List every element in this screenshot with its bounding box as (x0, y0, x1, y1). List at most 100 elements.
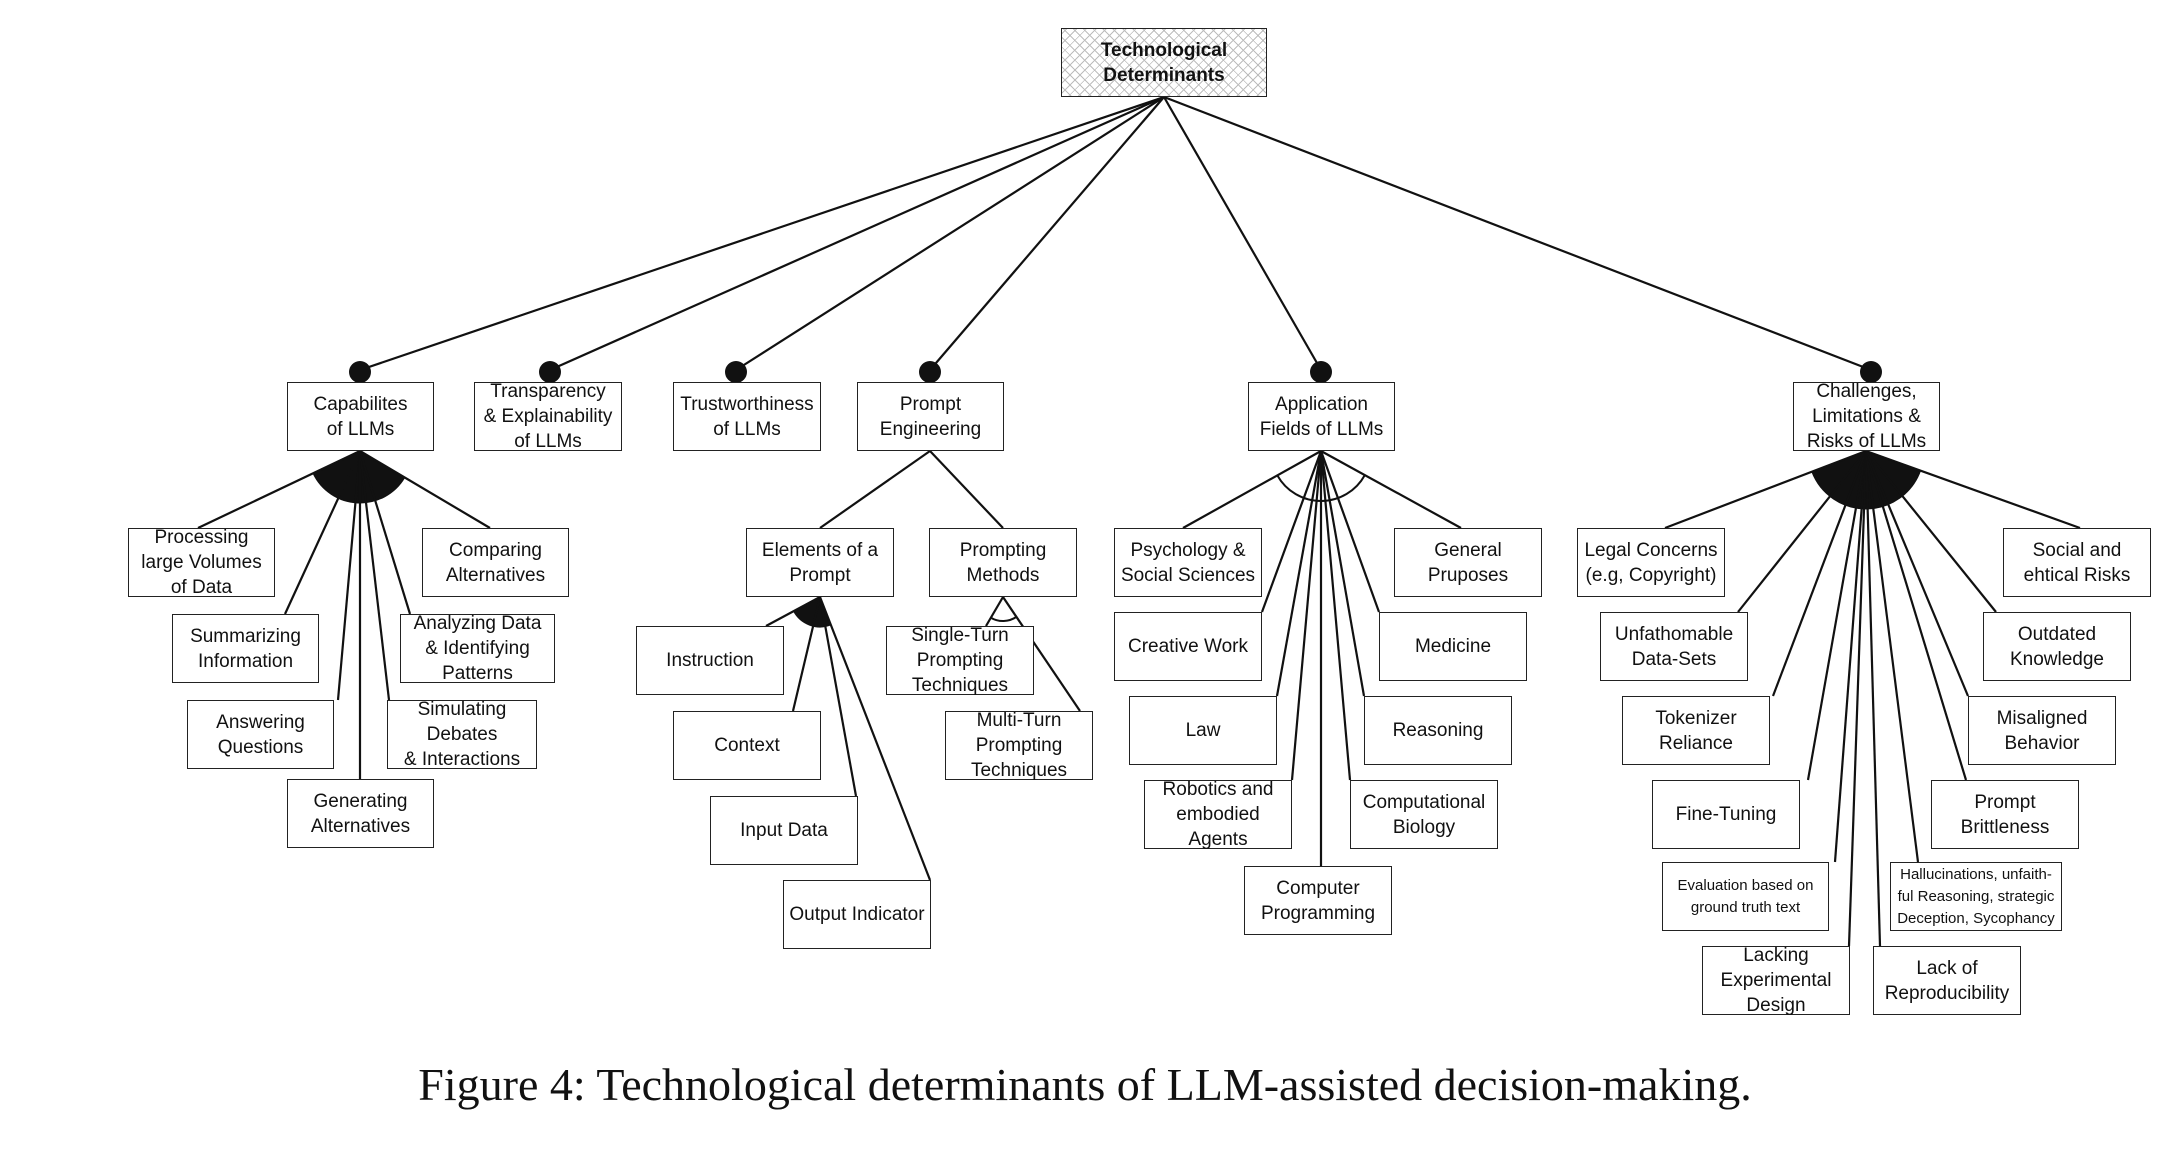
prompting-technique-node-label: Multi-Turn Prompting Techniques (970, 710, 1068, 781)
challenge-node[interactable]: Prompt Brittleness (1931, 780, 2079, 849)
root-connector-line (1163, 96, 1322, 371)
child-connector-line (929, 450, 1004, 529)
mandatory-marker-icon (349, 361, 371, 383)
prompt-element-node-label: Instruction (666, 650, 754, 671)
capability-node[interactable]: Summarizing Information (172, 614, 319, 683)
challenge-node-label: Lacking Experimental Design (1720, 945, 1832, 1016)
prompting-technique-node[interactable]: Single-Turn Prompting Techniques (886, 625, 1034, 696)
application-field-node[interactable]: Robotics and embodied Agents (1144, 779, 1292, 850)
capability-node-label: Summarizing Information (190, 625, 301, 672)
application-field-node[interactable]: Law (1129, 696, 1277, 765)
elements-of-prompt-node[interactable]: Elements of a Prompt (746, 528, 894, 597)
figure-caption: Figure 4: Technological determinants of … (418, 1059, 1752, 1110)
child-connector-line (1319, 450, 1366, 697)
category-capabilities[interactable]: Capabilites of LLMs (287, 382, 434, 451)
root-connector-line (549, 95, 1165, 372)
challenge-node[interactable]: Tokenizer Reliance (1622, 696, 1770, 765)
root-connector-line (929, 96, 1165, 371)
root-node-label: Technological Determinants (1100, 39, 1228, 86)
category-prompt-engineering[interactable]: Prompt Engineering (857, 382, 1004, 451)
prompting-technique-node-label: Single-Turn Prompting Techniques (911, 625, 1009, 696)
capability-node[interactable]: Comparing Alternatives (422, 528, 569, 597)
challenge-node[interactable]: Unfathomable Data-Sets (1600, 612, 1748, 681)
root-node[interactable]: Technological Determinants (1061, 28, 1267, 97)
child-connector-line (765, 596, 821, 627)
child-connector-line (359, 450, 491, 529)
challenge-node-label: Evaluation based on ground truth text (1677, 876, 1814, 916)
challenge-node[interactable]: Fine-Tuning (1652, 780, 1800, 849)
child-connector-line (1806, 450, 1868, 781)
application-field-node-label: Creative Work (1127, 636, 1248, 657)
capability-node[interactable]: Analyzing Data & Identifying Patterns (400, 613, 555, 684)
capability-node[interactable]: Processing large Volumes of Data (128, 527, 275, 598)
capability-node[interactable]: Generating Alternatives (287, 779, 434, 848)
challenge-node[interactable]: Lack of Reproducibility (1873, 946, 2021, 1015)
challenge-node[interactable]: Legal Concerns (e.g, Copyright) (1577, 528, 1725, 597)
application-field-node[interactable]: Computational Biology (1350, 780, 1498, 849)
child-connector-line (1002, 596, 1081, 712)
application-field-node[interactable]: Medicine (1379, 612, 1527, 681)
application-field-node[interactable]: Psychology & Social Sciences (1114, 528, 1262, 597)
child-connector-line (1864, 450, 1920, 863)
challenge-node[interactable]: Evaluation based on ground truth text (1662, 862, 1829, 931)
challenge-node-label: Misaligned Behavior (1996, 707, 2088, 754)
prompt-element-node[interactable]: Output Indicator (783, 880, 931, 949)
child-connector-line (1319, 450, 1381, 613)
application-field-node[interactable]: Reasoning (1364, 696, 1512, 765)
application-field-node-label: General Pruposes (1427, 539, 1509, 586)
child-connector-line (1319, 450, 1352, 781)
child-connector-line (1833, 450, 1868, 863)
prompting-technique-node[interactable]: Multi-Turn Prompting Techniques (945, 710, 1093, 781)
mandatory-marker-icon (1310, 361, 1332, 383)
application-field-node-label: Psychology & Social Sciences (1120, 539, 1256, 586)
prompt-element-node-label: Input Data (740, 820, 828, 841)
category-transparency[interactable]: Transparency & Explainability of LLMs (474, 381, 622, 452)
prompt-element-node-label: Output Indicator (789, 904, 925, 925)
capability-node-label: Answering Questions (216, 711, 305, 758)
elements-of-prompt-node-label: Elements of a Prompt (761, 539, 879, 586)
mandatory-marker-icon (539, 361, 561, 383)
root-connector-line (1163, 95, 1872, 372)
challenge-node[interactable]: Lacking Experimental Design (1702, 945, 1850, 1016)
challenge-node-label: Tokenizer Reliance (1655, 707, 1737, 754)
child-connector-line (336, 450, 362, 701)
child-connector-line (1847, 450, 1868, 947)
challenge-node-label: Outdated Knowledge (2009, 623, 2105, 670)
prompt-element-node[interactable]: Context (673, 711, 821, 780)
category-prompt-engineering-label: Prompt Engineering (879, 393, 982, 440)
application-field-node-label: Computer Programming (1260, 877, 1376, 924)
child-connector-line (358, 450, 412, 615)
category-challenges[interactable]: Challenges, Limitations & Risks of LLMs (1793, 381, 1940, 452)
prompt-element-node-label: Context (714, 735, 780, 756)
child-connector-line (1182, 450, 1322, 529)
challenge-node[interactable]: Misaligned Behavior (1968, 696, 2116, 765)
category-capabilities-label: Capabilites of LLMs (313, 393, 408, 440)
application-field-node-label: Computational Biology (1362, 791, 1486, 838)
challenge-node-label: Fine-Tuning (1675, 804, 1777, 825)
child-connector-line (1290, 450, 1323, 781)
application-field-node[interactable]: General Pruposes (1394, 528, 1542, 597)
challenge-node[interactable]: Hallucinations, unfaith- ful Reasoning, … (1890, 862, 2062, 931)
child-connector-line (985, 596, 1004, 627)
prompting-methods-node[interactable]: Prompting Methods (929, 528, 1077, 597)
prompt-element-node[interactable]: Input Data (710, 796, 858, 865)
challenge-node-label: Unfathomable Data-Sets (1614, 623, 1734, 670)
child-connector-line (358, 450, 391, 701)
application-field-node[interactable]: Computer Programming (1244, 866, 1392, 935)
challenge-node-label: Hallucinations, unfaith- ful Reasoning, … (1897, 865, 2055, 927)
prompt-element-node[interactable]: Instruction (636, 626, 784, 695)
category-transparency-label: Transparency & Explainability of LLMs (483, 381, 613, 452)
child-connector-line (819, 450, 931, 529)
application-field-node-label: Reasoning (1392, 720, 1484, 741)
challenge-node[interactable]: Outdated Knowledge (1983, 612, 2131, 681)
category-application-fields[interactable]: Application Fields of LLMs (1248, 382, 1395, 451)
child-connector-line (197, 450, 361, 529)
capability-node[interactable]: Simulating Debates & Interactions (387, 699, 537, 770)
capability-node[interactable]: Answering Questions (187, 700, 334, 769)
child-connector-line (284, 450, 361, 615)
application-field-node[interactable]: Creative Work (1114, 612, 1262, 681)
challenge-node-label: Social and ehtical Risks (2023, 539, 2131, 586)
challenge-node[interactable]: Social and ehtical Risks (2003, 528, 2151, 597)
category-trustworthiness[interactable]: Trustworthiness of LLMs (673, 382, 821, 451)
